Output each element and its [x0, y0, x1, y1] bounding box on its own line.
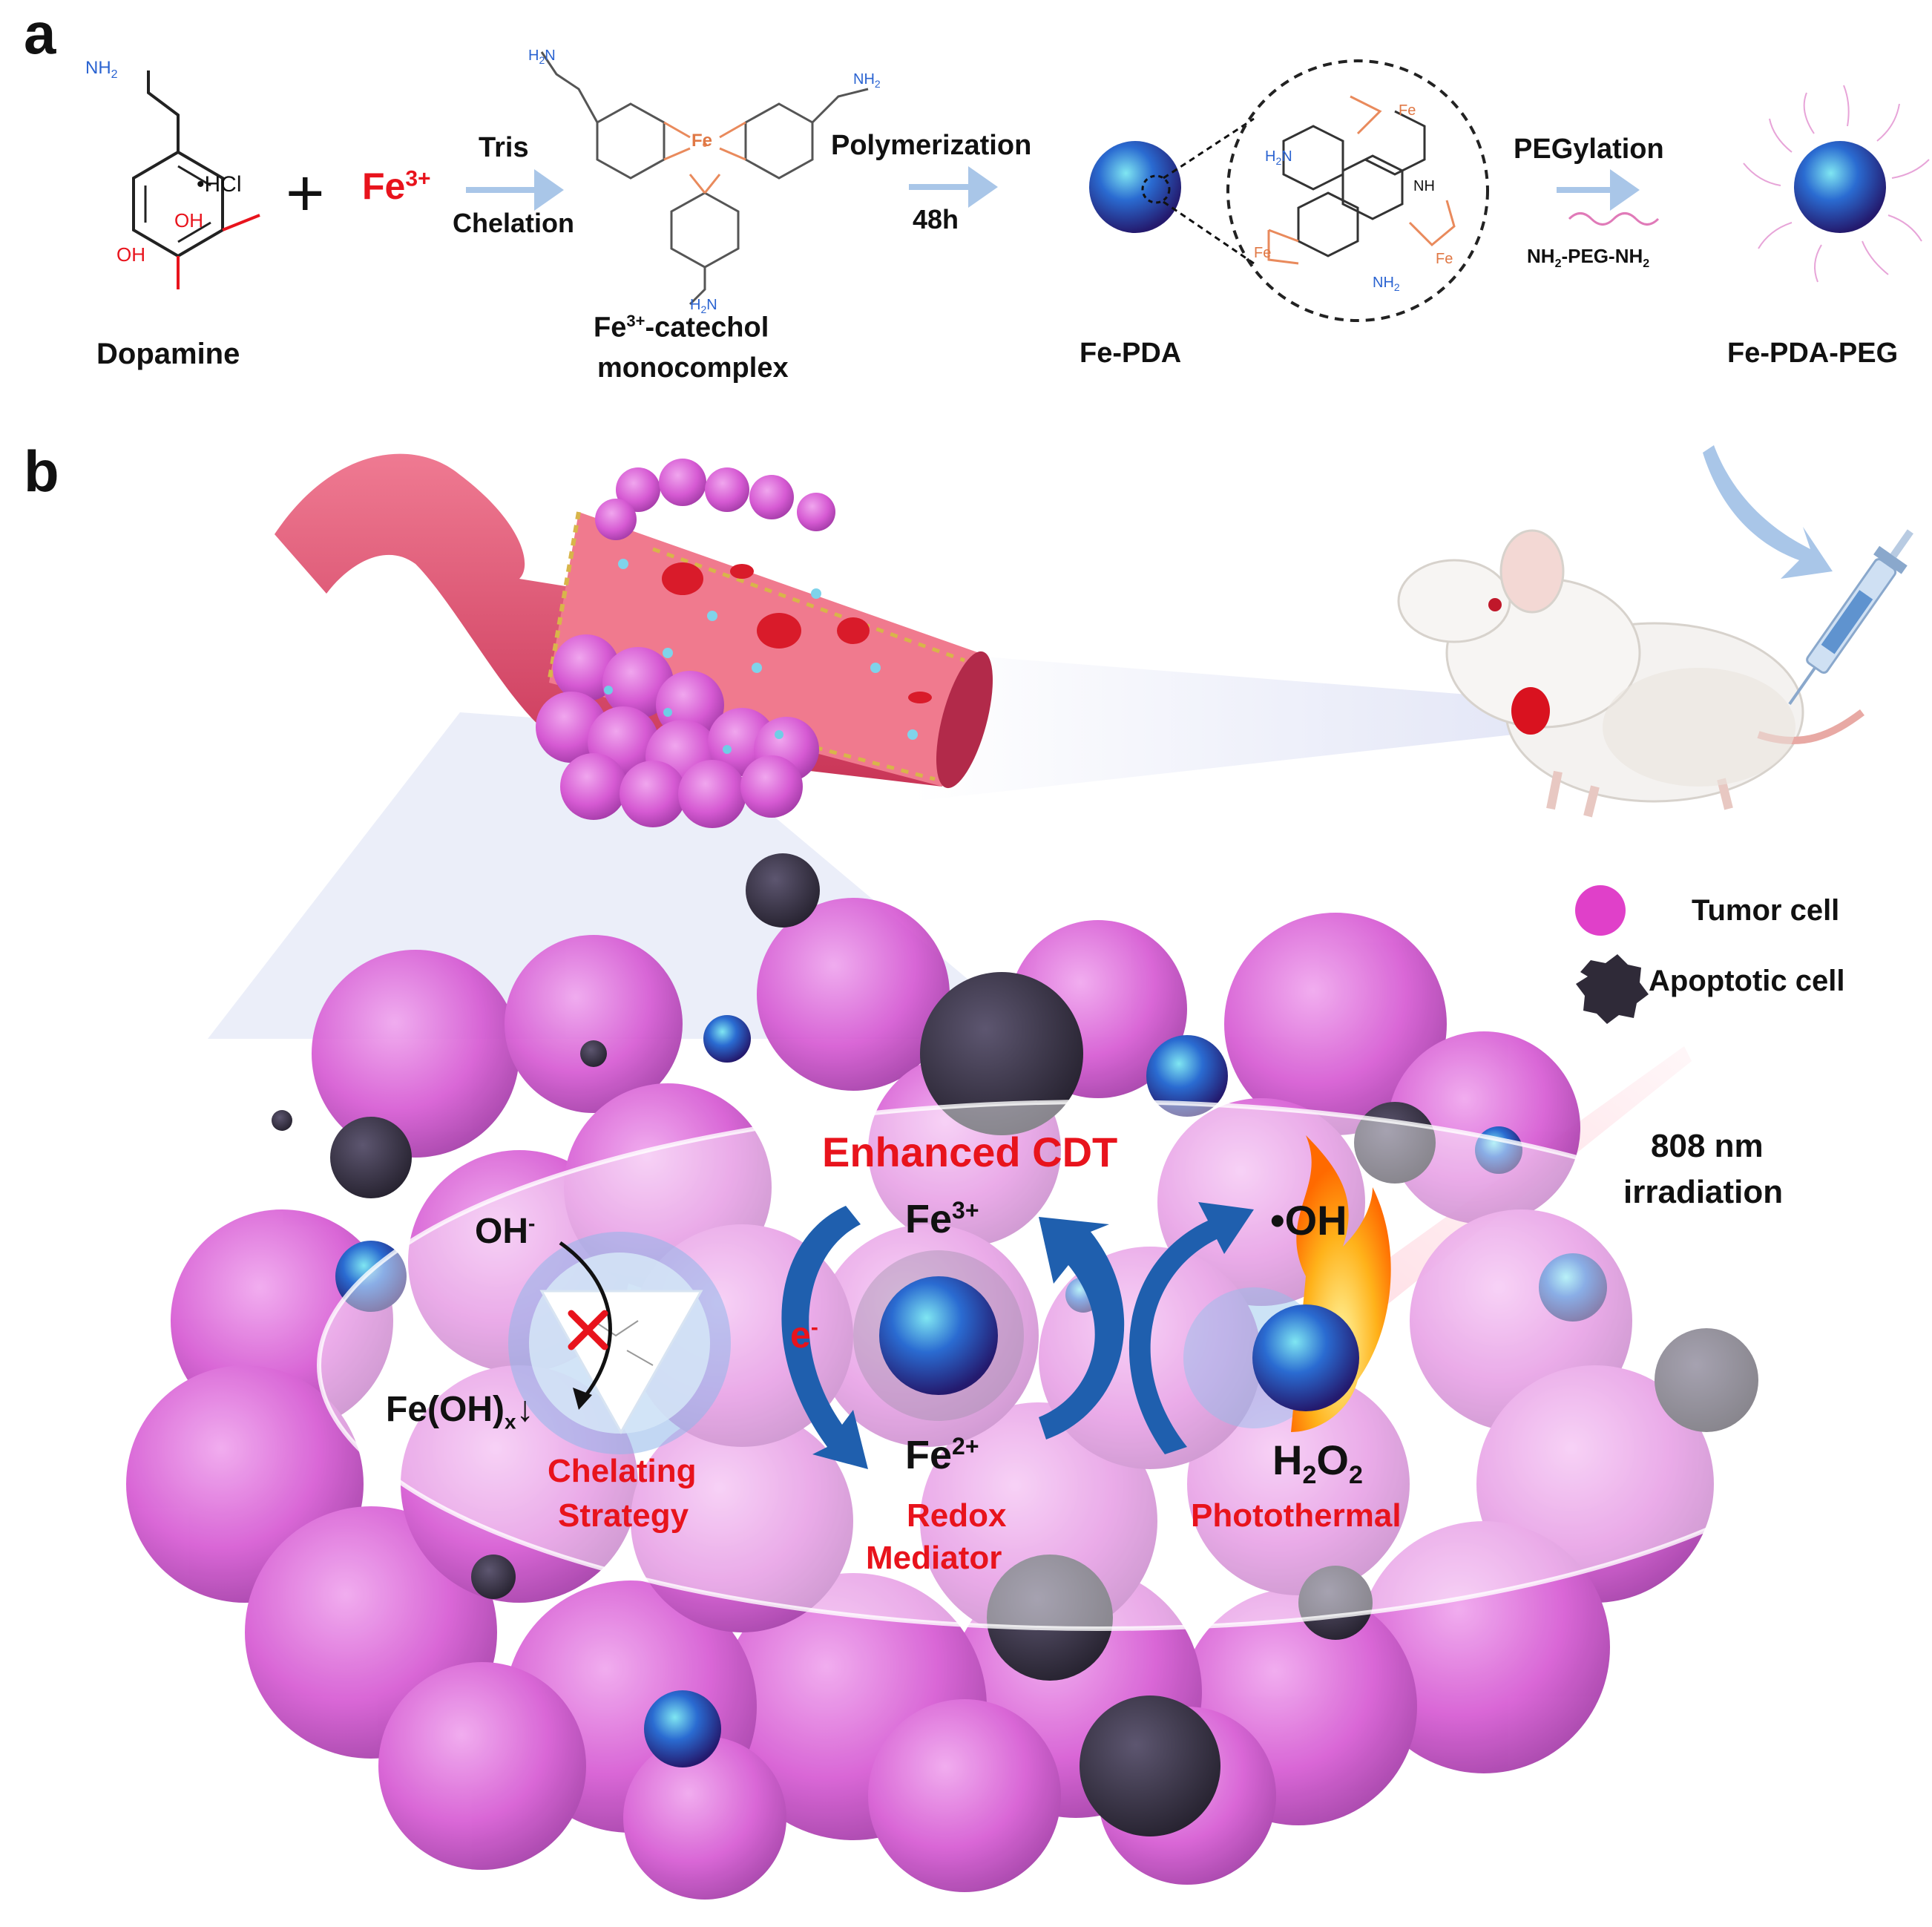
fe-pda-zoom-structure — [1267, 95, 1456, 265]
fe-pda-peg-label: Fe-PDA-PEG — [1727, 338, 1899, 369]
h2o2-label: H2O2 — [1272, 1437, 1363, 1490]
arrow-pegylation — [1557, 169, 1640, 211]
legend-tumor-label: Tumor cell — [1692, 894, 1840, 927]
zoom-fe-top: Fe — [1399, 102, 1416, 119]
electron-label: e- — [790, 1314, 818, 1356]
oh-minus-label: OH- — [475, 1212, 536, 1251]
arrow-polymerization — [909, 166, 998, 208]
dopamine-nh2-label: NH2 — [85, 58, 118, 81]
chelating-particle — [508, 1232, 731, 1454]
chelating-label-line1: Chelating — [548, 1453, 697, 1489]
redox-label-line2: Mediator — [866, 1540, 1002, 1576]
legend-apoptotic-label: Apoptotic cell — [1649, 965, 1845, 997]
redox-label-line1: Redox — [907, 1497, 1007, 1534]
enhanced-cdt-title: Enhanced CDT — [822, 1129, 1118, 1175]
fe-pda-label: Fe-PDA — [1080, 338, 1182, 369]
syringe-illustration — [1788, 529, 1913, 706]
fe-pda-nanoparticle — [1089, 141, 1181, 233]
zoom-nh2-label: NH2 — [1373, 275, 1400, 293]
chelating-label-line2: Strategy — [558, 1497, 689, 1534]
zoom-beam-vessel — [913, 653, 1514, 801]
step-pegylation-label: PEGylation — [1514, 134, 1664, 165]
panel-label-b: b — [24, 439, 59, 504]
zoom-fe-right: Fe — [1436, 251, 1453, 267]
complex-h2n-bottom: H2N — [690, 297, 717, 315]
fe2-label: Fe2+ — [905, 1433, 979, 1477]
dopamine-oh2-label: OH — [116, 243, 145, 266]
legend-apoptotic-icon — [1576, 954, 1649, 1024]
blocked-cross-icon — [568, 1310, 608, 1350]
plus-sign: + — [286, 157, 325, 231]
vessel-tumor-cluster — [536, 459, 835, 828]
step-48h-label: 48h — [913, 204, 959, 234]
mouse-illustration — [1397, 529, 1864, 818]
peg-chain-icon — [1568, 212, 1660, 226]
fe3-label: Fe3+ — [905, 1197, 979, 1241]
fe-pda-zoom-marker — [1141, 174, 1171, 204]
redox-arrow-left — [781, 1206, 868, 1469]
complex-h2n-left: H2N — [528, 47, 556, 66]
redox-particle — [853, 1250, 1024, 1421]
dopamine-hcl-label: •HCl — [197, 172, 242, 197]
chelation-arrowhead — [573, 1388, 592, 1410]
dopamine-name: Dopamine — [96, 338, 240, 370]
hydroxyl-radical-label: •OH — [1270, 1197, 1347, 1244]
complex-label-line2: monocomplex — [597, 352, 789, 384]
irradiation-line2: irradiation — [1623, 1174, 1784, 1210]
dopamine-oh1-label: OH — [174, 209, 203, 232]
zoom-h2n-label: H2N — [1265, 148, 1292, 167]
step-tris-label: Tris — [479, 132, 529, 163]
photothermal-particle — [1183, 1135, 1391, 1432]
redox-arrow-top — [1039, 1217, 1125, 1439]
fe-pda-peg-nanoparticle — [1743, 85, 1930, 283]
feohx-label: Fe(OH)x↓ — [386, 1390, 534, 1434]
arrow-to-mouse — [1703, 445, 1833, 579]
irradiation-line1: 808 nm — [1651, 1128, 1764, 1164]
step-chelation-label: Chelation — [453, 208, 575, 238]
legend-tumor-icon — [1575, 885, 1626, 936]
complex-nh2-right: NH2 — [853, 71, 881, 90]
fe3-reactant: Fe3+ — [362, 165, 431, 207]
step-polymerization-label: Polymerization — [831, 130, 1032, 161]
photothermal-arrow-top — [1128, 1202, 1254, 1454]
fe-pda-zoom-circle — [1226, 59, 1489, 322]
dopamine-structure — [132, 70, 260, 289]
photothermal-label: Photothermal — [1191, 1497, 1402, 1534]
fe-catechol-complex-structure — [540, 51, 869, 306]
arrow-tris-chelation — [466, 169, 564, 211]
zoom-fe-left: Fe — [1254, 245, 1272, 261]
zoom-nh-label: NH — [1413, 178, 1435, 194]
complex-label-line1: Fe3+-catechol — [594, 312, 769, 344]
zoom-guide-lines — [1163, 117, 1255, 265]
step-peg-reagent-label: NH2-PEG-NH2 — [1527, 245, 1650, 271]
blood-vessel — [275, 453, 993, 789]
panel-label-a: a — [24, 1, 56, 66]
complex-fe-label: Fe — [691, 131, 713, 151]
chelation-arrow — [559, 1241, 612, 1396]
